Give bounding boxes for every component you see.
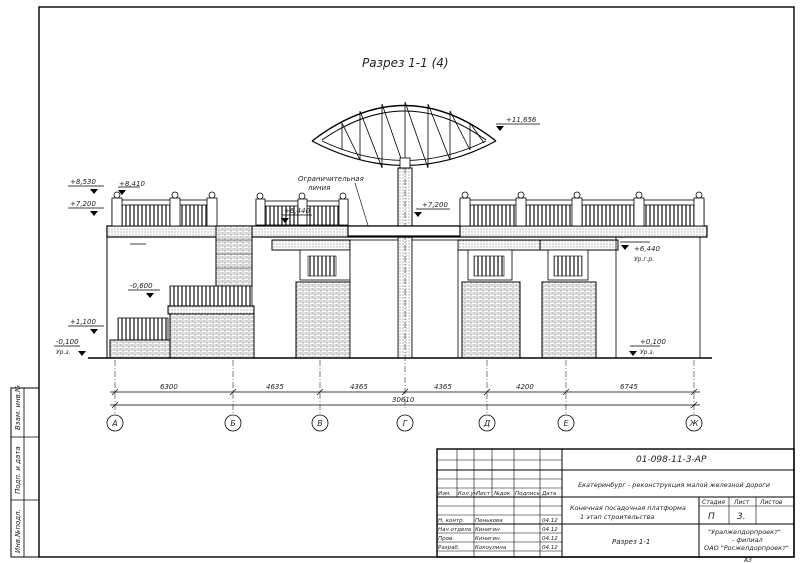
dim-span-4: 4365 [434,383,452,391]
elevation-marks [54,185,660,347]
staircase [215,225,253,287]
elev-right-lower-sub: Ур.г.р. [634,256,654,263]
col-header-podpis: Подпись [515,491,540,497]
row-date-3: 04.12 [542,536,558,542]
pier-3 [539,239,619,359]
stage-header: Стадия [702,499,725,506]
col-header-koluch: Кол.уч [458,491,478,497]
object-line-2: 1 этап строительства [580,513,655,521]
stage-value: П [708,512,715,522]
central-column [397,167,413,359]
row-role-2: Нач.отдела [438,527,472,533]
col-header-izm: Изм. [438,491,451,497]
axis-label-b: Б [230,419,236,428]
right-railing [459,191,705,227]
sheet-value: 3. [737,512,746,522]
side-stamp-label-1: Взам. инв.№ [14,385,22,430]
dim-span-2: 4635 [266,383,284,391]
org-line-3: ОАО "Росжелдорпроект" [704,544,789,552]
row-name-3: Кинигин [475,536,500,542]
side-stamp-label-2: Подп. и дата [14,446,22,494]
axis-bubbles [106,414,703,432]
arch-canopy [311,101,497,171]
elev-ground-left-sub: Ур.з. [56,349,71,356]
row-date-2: 04.12 [542,527,558,533]
format-label: А3 [743,557,752,563]
dim-span-6: 6745 [620,383,638,391]
dim-span-1: 6300 [160,383,178,391]
axis-lines [114,360,695,414]
sheet-header: Лист [733,499,750,506]
section-title: Разрез 1-1 (4) [362,56,449,70]
boundary-label-2: линия [307,184,330,192]
pier-1 [271,239,351,359]
col-header-ndok: №док [493,491,511,497]
side-stamp-label-3: Инв.№подл. [14,509,22,553]
object-line-1: Конечная посадочная платформа [570,504,686,512]
row-name-1: Пенькова [475,518,503,524]
org-line-2: - филиал [732,536,763,544]
center-base [349,239,399,359]
axis-label-e: Е [563,419,569,428]
lower-landing [167,285,255,359]
row-role-4: Разраб. [438,545,460,551]
elev-arrow-top [496,126,504,131]
elev-center-platform: +7,200 [422,201,448,209]
elev-right-lower: +6,440 [634,245,660,253]
dim-span-3: 4365 [350,383,368,391]
dimension-lines [110,388,700,409]
col-header-data: Дата [541,491,557,497]
axis-label-d: Д [483,419,490,428]
elev-left-high: +8,530 [70,178,96,186]
axis-label-v: В [317,419,323,428]
boundary-label-1: Ограничительная [298,175,364,183]
project-name: Екатеринбург - реконструкция малой желез… [578,481,770,489]
row-role-1: Н. контр. [438,518,465,524]
elev-small-platform: +6,440 [284,207,310,215]
sheet-title: Разрез 1-1 [612,538,650,546]
elev-left-roof: +8,410 [119,180,145,188]
axis-label-g: Г [403,419,408,428]
col-header-list: Лист [475,491,491,497]
row-role-3: Пров. [438,536,454,542]
elev-ground-right: +0,100 [640,338,666,346]
left-railing [111,191,218,227]
row-name-4: Кокоулина [475,545,507,551]
axis-label-a: А [111,419,117,428]
elev-left-platform: +7,200 [70,200,96,208]
elev-mid-stair: -0,600 [130,282,153,290]
pier-2 [457,239,541,359]
sheets-header: Листов [759,499,783,506]
elev-lower-left: +1,100 [70,318,96,326]
row-date-1: 04.12 [542,518,558,524]
dim-total: 30610 [392,396,415,404]
side-stamp: Взам. инв.№ Подп. и дата Инв.№подл. [10,385,40,558]
org-line-1: "Уралжелдорпроект" [708,528,781,536]
row-name-2: Кинигин [475,527,500,533]
left-low-block [109,317,171,359]
elev-ground-left: -0,100 [56,338,79,346]
sheet-frame [38,6,795,558]
center-base-2 [411,239,459,359]
elev-ground-right-sub: Ур.з. [640,349,655,356]
title-block [436,448,795,558]
axis-label-zh: Ж [689,419,699,428]
dim-span-5: 4200 [516,383,534,391]
main-deck [106,225,708,238]
row-date-4: 04.12 [542,545,558,551]
elev-top-arch: +11,656 [506,116,537,124]
doc-code: 01-098-11-3-АР [636,455,707,465]
